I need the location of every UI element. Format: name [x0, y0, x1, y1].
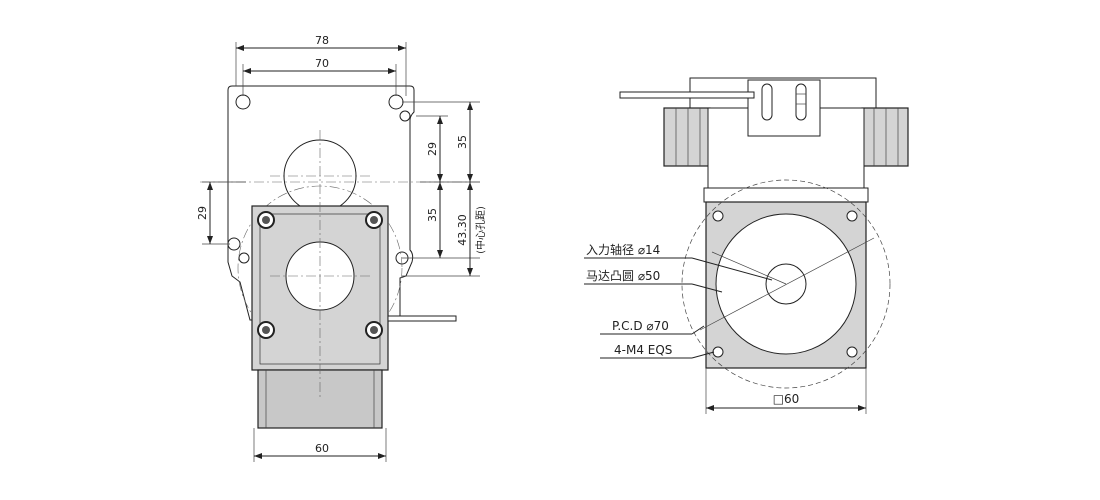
right-view: 入力轴径 ⌀14 马达凸圆 ⌀50 P.C.D ⌀70 4-M4 EQS □60	[584, 77, 909, 414]
motor-body	[257, 369, 383, 429]
dim-lower-to-center: 35	[426, 208, 439, 222]
dim-center-distance-note: (中心孔距)	[474, 206, 487, 254]
dim-outer-width: 78	[315, 34, 329, 47]
mount-hole-bottom-left	[712, 346, 724, 358]
dim-upper-to-center: 35	[456, 135, 469, 149]
motor-screw-bottom-right	[365, 321, 383, 339]
plate-hole-top-left	[235, 94, 251, 110]
plate-hole-top-right	[388, 94, 404, 110]
callout-mount-holes: 4-M4 EQS	[614, 343, 672, 357]
motor-screw-top-left	[257, 211, 275, 229]
mount-hole-bottom-right	[846, 346, 858, 358]
plate-hole-left-small	[238, 252, 250, 264]
cable-rod	[619, 91, 755, 99]
motor-screw-bottom-left	[257, 321, 275, 339]
dim-flange-square: □60	[773, 392, 800, 406]
dim-left-offset: 29	[196, 206, 209, 220]
plate-hole-right-small	[399, 110, 411, 122]
dim-center-distance: 43.30	[456, 214, 469, 246]
dim-upper-hole-offset: 29	[426, 142, 439, 156]
mount-hole-top-right	[846, 210, 858, 222]
left-view: 78 70 29 35 35 43.30 (中心孔距)	[196, 34, 487, 462]
dim-hole-spacing: 70	[315, 57, 329, 70]
motor-cable	[387, 315, 457, 322]
dim-motor-width: 60	[315, 442, 329, 455]
clamp-bracket	[747, 79, 821, 137]
motor-screw-top-right	[365, 211, 383, 229]
gear-body-base	[703, 187, 869, 203]
left-side-block	[663, 107, 711, 167]
mount-hole-top-left	[712, 210, 724, 222]
callout-shaft-diameter: 入力轴径 ⌀14	[586, 242, 660, 257]
callout-pcd: P.C.D ⌀70	[612, 319, 669, 333]
pcd-circle	[681, 179, 891, 389]
right-side-block	[861, 107, 909, 167]
callout-motor-boss: 马达凸圆 ⌀50	[586, 269, 660, 283]
